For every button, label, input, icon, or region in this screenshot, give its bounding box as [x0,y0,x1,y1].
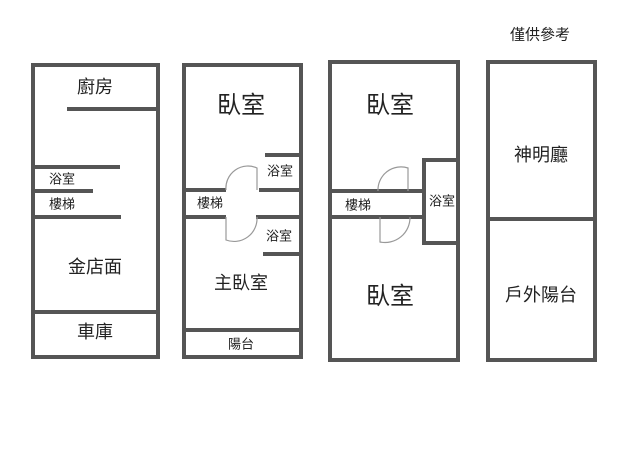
outer-wall [31,63,160,359]
room-label-bedroom: 臥室 [366,282,414,310]
room-label-bathroom: 浴室 [49,172,75,188]
room-label-shop: 金店面 [68,257,122,278]
room-label-bathroom: 浴室 [429,194,455,210]
door-swing-icon [377,166,409,192]
room-label-stairs: 樓梯 [345,199,371,214]
room-label-bathroom: 浴室 [266,229,292,245]
floor-plan-4: 神明廳 戶外陽台 [486,60,597,362]
outer-wall [182,63,303,359]
door-swing-icon [225,216,258,243]
floor-plan-2: 臥室 浴室 樓梯 浴室 主臥室 陽台 [182,63,303,359]
room-label-bedroom: 臥室 [217,91,265,119]
door-swing-icon [379,216,411,244]
door-swing-icon [225,165,258,191]
room-label-balcony: 陽台 [228,338,254,353]
room-label-outdoor-balcony: 戶外陽台 [505,285,577,306]
room-label-stairs: 樓梯 [49,198,75,213]
room-label-master-bedroom: 主臥室 [214,273,268,294]
room-label-stairs: 樓梯 [197,197,223,212]
reference-only-note: 僅供參考 [510,26,570,44]
outer-wall [486,60,597,362]
room-label-bedroom: 臥室 [366,91,414,119]
room-label-shrine-hall: 神明廳 [514,145,568,166]
room-label-garage: 車庫 [77,322,113,343]
floor-plan-3: 臥室 樓梯 浴室 臥室 [328,60,460,362]
floor-plan-1: 廚房 浴室 樓梯 金店面 車庫 [31,63,160,359]
room-label-kitchen: 廚房 [77,76,113,98]
room-label-bathroom: 浴室 [267,164,293,180]
bathroom-wall [422,158,460,245]
